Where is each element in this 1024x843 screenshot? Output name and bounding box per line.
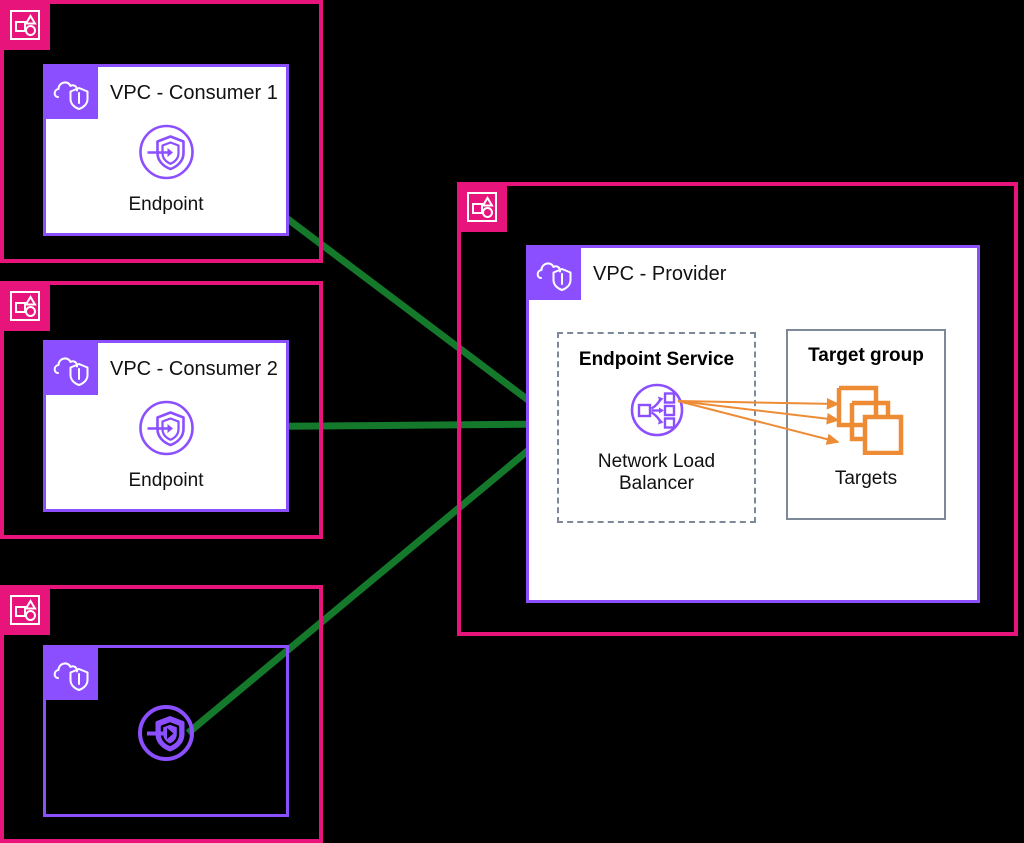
region-consumer-2 [0,281,323,539]
node-endpoint-consumer-2-label: Endpoint [128,470,204,491]
node-targets: Targets [828,383,904,490]
node-targets-label: Targets [834,468,898,489]
region-consumer-1 [0,0,323,263]
aws-region-icon [0,585,50,635]
network-load-balancer-icon [629,382,685,443]
vpc-endpoint-icon [137,123,195,186]
aws-region-icon [457,182,507,232]
vpc-cloud-shield-icon [46,648,98,700]
nlb-label-line-2: Balancer [619,473,694,495]
endpoint-service-container: Endpoint Service Network L [557,332,756,523]
vpc-consumer-2-title: VPC - Consumer 2 [110,358,278,380]
vpc-cloud-shield-icon [46,67,98,119]
node-endpoint-consumer-2: Endpoint [128,399,204,492]
vpc-consumer-3 [43,645,289,817]
vpc-consumer-1: VPC - Consumer 1 Endpoint [43,64,289,236]
region-provider [457,182,1018,636]
targets-stack-icon [828,383,904,460]
nlb-label-line-1: Network Load [597,451,716,472]
vpc-endpoint-icon [137,399,195,462]
vpc-endpoint-icon [137,704,195,767]
aws-region-icon [0,0,50,50]
vpc-cloud-shield-icon [46,343,98,395]
vpc-consumer-2: VPC - Consumer 2 Endpoint [43,340,289,512]
node-network-load-balancer-label: Network Load Balancer [587,451,727,496]
vpc-consumer-1-title: VPC - Consumer 1 [110,82,278,104]
region-consumer-3 [0,585,323,843]
node-network-load-balancer: Network Load Balancer [587,382,727,496]
aws-region-icon [0,281,50,331]
target-group-title: Target group [808,345,924,366]
node-endpoint-consumer-3 [137,704,195,775]
vpc-cloud-shield-icon [529,248,581,300]
node-endpoint-consumer-1: Endpoint [128,123,204,216]
target-group-container: Target group Targets [786,329,946,520]
node-endpoint-consumer-1-label: Endpoint [128,194,204,215]
vpc-provider-title: VPC - Provider [593,263,727,285]
endpoint-service-title: Endpoint Service [578,349,735,370]
